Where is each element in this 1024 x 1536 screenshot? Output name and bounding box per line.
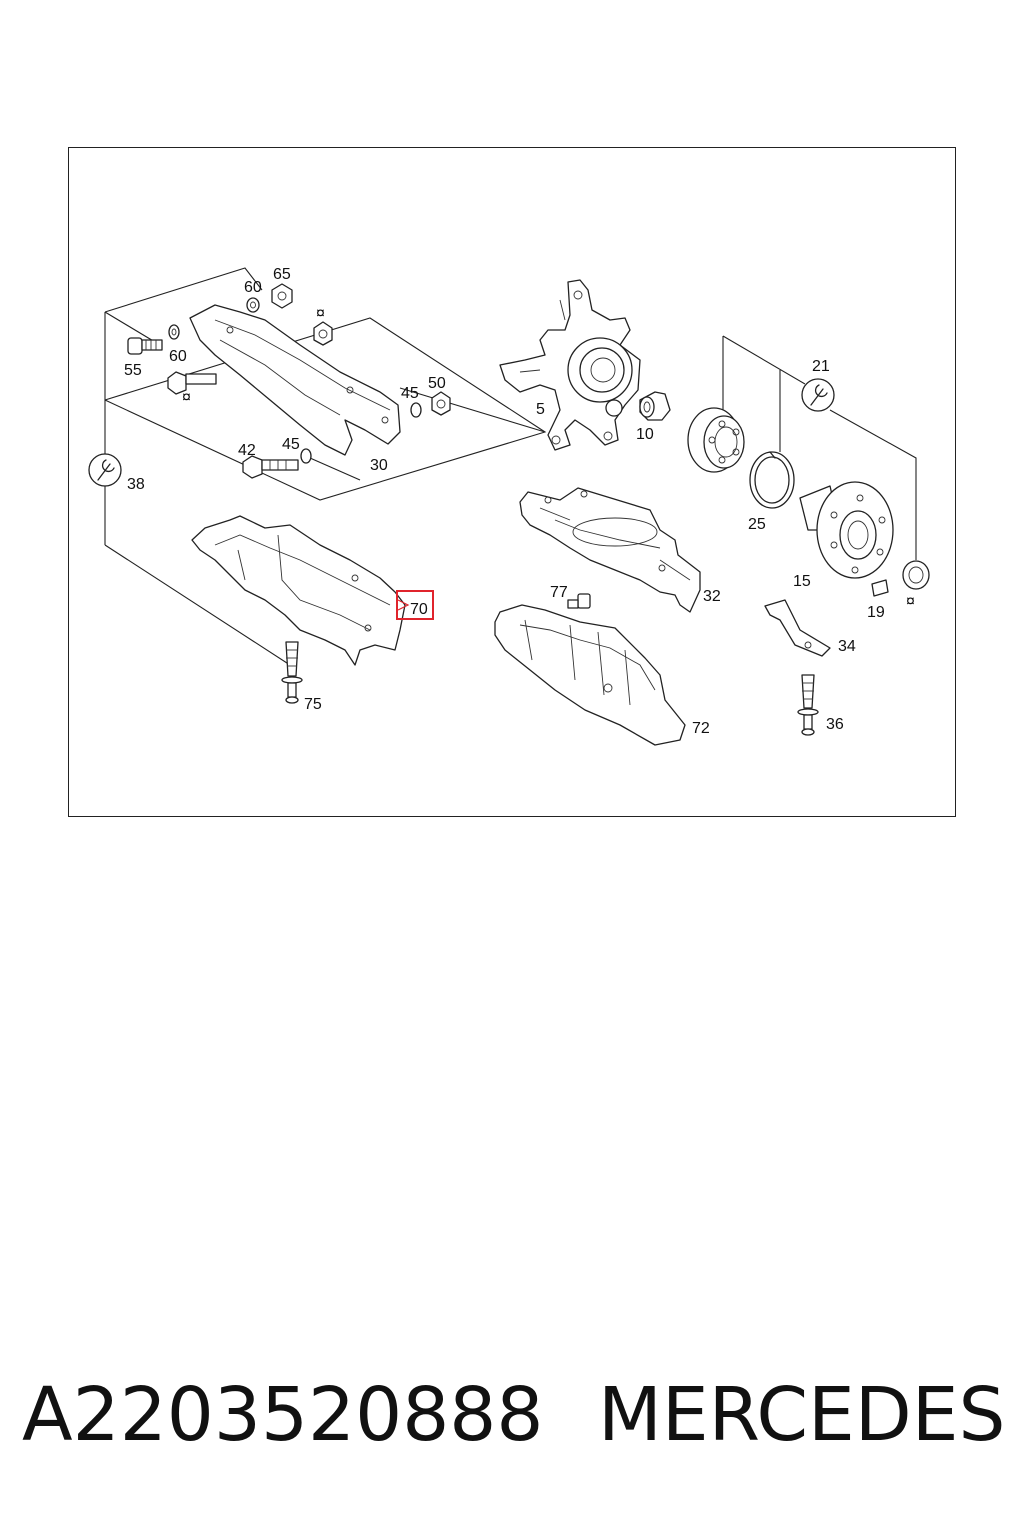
part-21-wrench-icon (801, 378, 835, 412)
part-10-bushing[interactable] (639, 391, 671, 421)
hub-nut-right[interactable]: ¤ (902, 560, 930, 610)
label-72: 72 (692, 720, 710, 737)
part-50-nut[interactable] (431, 391, 451, 416)
label-60b: 60 (169, 348, 187, 365)
label-50: 50 (428, 375, 446, 392)
label-65: 65 (273, 266, 291, 283)
bolt-lower-left[interactable]: ¤ (167, 371, 217, 406)
label-42: 42 (238, 442, 256, 459)
bearing-group-outline (722, 335, 917, 560)
part-30-upper-member[interactable] (189, 304, 401, 456)
label-10: 10 (636, 426, 654, 443)
label-21: 21 (812, 358, 830, 375)
caption: A2203520888 MERCEDES (22, 1372, 1012, 1472)
label-36: 36 (826, 716, 844, 733)
brand-name: MERCEDES (598, 1372, 1006, 1458)
part-25-circlip[interactable] (749, 451, 795, 509)
svg-text:¤: ¤ (316, 305, 325, 322)
part-number: A2203520888 (22, 1372, 544, 1458)
svg-text:¤: ¤ (182, 389, 191, 406)
label-60a: 60 (244, 279, 262, 296)
part-70-lower-cover[interactable] (191, 515, 406, 666)
part-5-hub-carrier[interactable] (499, 279, 641, 451)
svg-text:¤: ¤ (906, 593, 915, 610)
label-5: 5 (536, 401, 545, 418)
highlight-arrow-icon (397, 599, 410, 611)
part-77-screw[interactable] (567, 593, 591, 609)
part-38-wrench-icon (88, 453, 122, 487)
label-19: 19 (867, 604, 885, 621)
label-32: 32 (703, 588, 721, 605)
label-77: 77 (550, 584, 568, 601)
part-55-bolt[interactable] (127, 337, 163, 355)
label-45b: 45 (282, 436, 300, 453)
part-75-expansion-rivet[interactable] (281, 641, 303, 704)
label-15: 15 (793, 573, 811, 590)
nut-upper-center[interactable]: ¤ (313, 305, 333, 346)
part-19-pin[interactable] (871, 579, 889, 597)
part-60-washer-left[interactable] (168, 324, 180, 340)
label-55: 55 (124, 362, 142, 379)
part-36-expansion-rivet[interactable] (797, 674, 819, 736)
label-38: 38 (127, 476, 145, 493)
part-42-bolt[interactable] (242, 455, 299, 479)
wheel-bearing[interactable] (687, 407, 745, 473)
label-30: 30 (370, 457, 388, 474)
part-34-bracket-clip[interactable] (764, 599, 831, 657)
part-32-control-arm[interactable] (519, 487, 701, 613)
label-25: 25 (748, 516, 766, 533)
part-72-lower-cover[interactable] (494, 604, 686, 746)
label-75: 75 (304, 696, 322, 713)
label-70: 70 (410, 601, 428, 618)
part-45-washer[interactable] (410, 402, 422, 418)
label-34: 34 (838, 638, 856, 655)
label-45a: 45 (401, 385, 419, 402)
part-65-nut[interactable] (271, 283, 293, 309)
part-45-washer-lower[interactable] (300, 448, 312, 464)
part-15-wheel-hub[interactable] (799, 481, 894, 579)
highlight-box-part-70[interactable] (396, 590, 434, 620)
part-60-washer-top[interactable] (246, 297, 260, 313)
